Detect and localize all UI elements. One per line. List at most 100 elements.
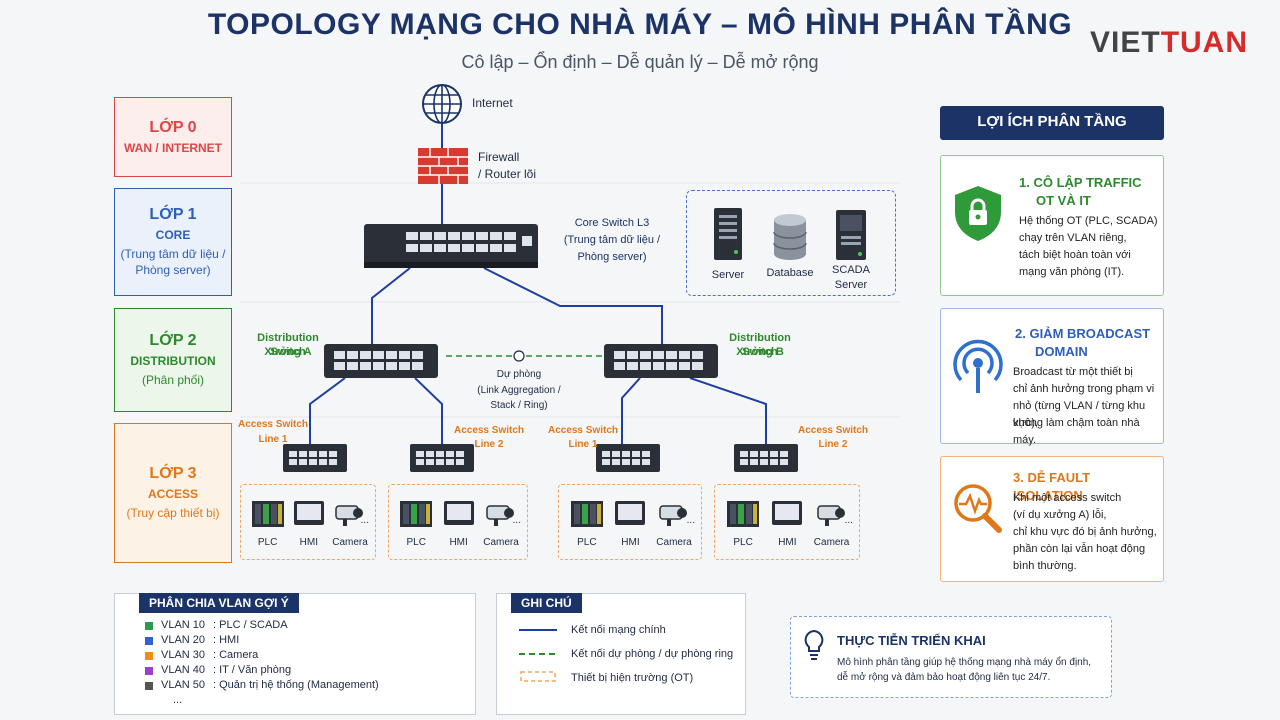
link-core-dist-a [371, 267, 411, 344]
device-label: Camera [656, 537, 692, 548]
link-dist-a-access-1 [309, 377, 346, 444]
layer-0-sub: WAN / INTERNET [124, 141, 222, 155]
broadcast-icon [953, 339, 1003, 393]
dist-switch-b-icon [604, 344, 718, 378]
dist-a-label-1: Distribution Switch [257, 332, 319, 358]
benefit-1-desc-4: mạng văn phòng (IT). [1019, 266, 1125, 278]
layer-3-box: LỚP 3 ACCESS (Truy cập thiết bị) [114, 423, 232, 563]
core-label-1: Core Switch L3 [574, 217, 650, 229]
access-switch-icon [596, 444, 660, 472]
device-ellipsis: ... [512, 515, 521, 526]
device-ellipsis: ... [686, 515, 695, 526]
vlan-desc: : HMI [213, 634, 240, 646]
vlan-name: VLAN 10 [161, 619, 206, 631]
vlan-name: VLAN 30 [161, 649, 206, 661]
link-dist-a-access-2 [414, 377, 443, 444]
device-label: Camera [483, 537, 519, 548]
benefit-2-desc-4: không làm chậm toàn nhà máy. [1013, 417, 1140, 446]
brand-logo: VIETTUAN [1090, 26, 1248, 60]
redundancy-node [513, 350, 525, 362]
page-subtitle: Cô lập – Ổn định – Dễ quản lý – Dễ mở rộ… [461, 52, 819, 72]
benefit-2-desc-2: chỉ ảnh hưởng trong phạm vi [1013, 383, 1155, 395]
vlan-desc: : PLC / SCADA [213, 619, 288, 631]
layer-2-name: LỚP 2 [149, 332, 197, 349]
legend-item-1: Kết nối mạng chính [571, 624, 666, 636]
link-core-dist-b [483, 267, 663, 344]
access-label-1: Access Switch [237, 419, 309, 430]
vlan-color-swatch [145, 621, 153, 630]
device-label: PLC [406, 537, 426, 548]
redundancy-label-3: Stack / Ring) [490, 400, 548, 411]
access-label-1-line: Line 1 [258, 434, 288, 445]
lightbulb-icon [804, 629, 824, 660]
core-label-2: (Trung tâm dữ liệu / [563, 234, 661, 246]
layer-3-sub: ACCESS [147, 487, 198, 501]
legend-item-3: Thiết bị hiện trường (OT) [571, 672, 694, 684]
benefit-1-title-2: OT VÀ IT [1036, 193, 1091, 208]
device-label: PLC [257, 537, 278, 548]
device-label: Camera [332, 537, 368, 548]
vlan-row: VLAN 30 : Camera [145, 648, 379, 663]
layer-3-desc: (Truy cập thiết bị) [126, 506, 220, 520]
vlan-desc: : Camera [213, 649, 259, 661]
layer-1-sub: CORE [155, 228, 191, 242]
link-dist-b-access-1 [621, 377, 641, 444]
vlan-name: VLAN 40 [161, 664, 206, 676]
legend-card-title: GHI CHÚ [511, 593, 582, 613]
vlan-list: VLAN 10 : PLC / SCADA VLAN 20 : HMI VLAN 30:… [145, 618, 379, 693]
device-label: PLC [577, 537, 597, 548]
layer-0-box: LỚP 0 WAN / INTERNET [114, 97, 232, 177]
legend-device-box [520, 671, 556, 682]
hmi-icon [293, 501, 324, 525]
camera-icon [486, 505, 515, 526]
link-dist-b-access-2 [689, 377, 767, 444]
practice-card: THỰC TIỄN TRIỂN KHAI Mô hình phân tầng g… [790, 616, 1112, 698]
legend-item-2: Kết nối dự phòng / dự phòng ring [571, 648, 734, 660]
benefit-card-2: 2. GIẢM BROADCAST DOMAIN Broadcast từ mộ… [940, 308, 1164, 446]
dist-switch-a-icon [324, 344, 438, 378]
plc-icon [570, 501, 603, 527]
dist-b-label-2: Xưởng B [736, 346, 784, 358]
redundancy-label-1: Dự phòng [496, 369, 542, 380]
vlan-row: VLAN 40: IT / Văn phòng [145, 663, 379, 678]
firewall-icon [418, 148, 468, 184]
vlan-name: VLAN 20 [161, 634, 206, 646]
vlan-row: VLAN 10 : PLC / SCADA [145, 618, 379, 633]
vlan-more: ... [173, 694, 183, 706]
access-label-2: Access Switch [453, 425, 525, 436]
benefit-1-title-1: 1. CÔ LẬP TRAFFIC [1019, 175, 1142, 190]
access-label-4-line: Line 2 [818, 439, 848, 450]
benefit-2-desc-1: Broadcast từ một thiết bị [1013, 366, 1133, 378]
practice-title: THỰC TIỄN TRIỂN KHAI [837, 633, 986, 648]
camera-icon [816, 505, 845, 526]
logo-text-2: TUAN [1160, 26, 1249, 59]
benefit-2-title-2: DOMAIN [1035, 344, 1088, 359]
main-links [309, 124, 767, 444]
database-icon [773, 214, 807, 260]
access-label-4: Access Switch [797, 425, 869, 436]
layer-1-desc: (Trung tâm dữ liệu / Phòng server) [120, 247, 226, 277]
device-group-box: PLC HMI Camera... [558, 484, 702, 560]
scada-label-1: SCADA [832, 264, 870, 276]
benefit-1-desc-2: chạy trên VLAN riêng, [1019, 232, 1127, 244]
device-label: HMI [621, 537, 640, 548]
benefit-3-desc-4: phần còn lại vẫn hoạt động [1013, 543, 1146, 555]
legend-swatches [519, 629, 557, 682]
access-switch-icon [283, 444, 347, 472]
device-label: HMI [449, 537, 468, 548]
plc-icon [400, 501, 433, 527]
hmi-icon [615, 501, 646, 525]
benefits-title: LỢI ÍCH PHÂN TẦNG [940, 106, 1164, 140]
vlan-color-swatch [145, 651, 153, 660]
device-label: PLC [733, 537, 753, 548]
benefit-2-desc-3: nhỏ (từng VLAN / từng khu vực), [1013, 400, 1146, 429]
benefit-1-desc-3: tách biệt hoàn toàn với [1019, 249, 1131, 261]
benefit-3-desc-3: chỉ khu vực đó bị ảnh hưởng, [1013, 526, 1157, 538]
page-title: TOPOLOGY MẠNG CHO NHÀ MÁY – MÔ HÌNH PHÂN… [207, 8, 1073, 41]
dist-b-label-1: Distribution Switch [729, 332, 791, 358]
magnifier-pulse-icon [954, 484, 1002, 533]
firewall-label-1: Firewall [478, 150, 520, 164]
database-label: Database [766, 267, 814, 279]
